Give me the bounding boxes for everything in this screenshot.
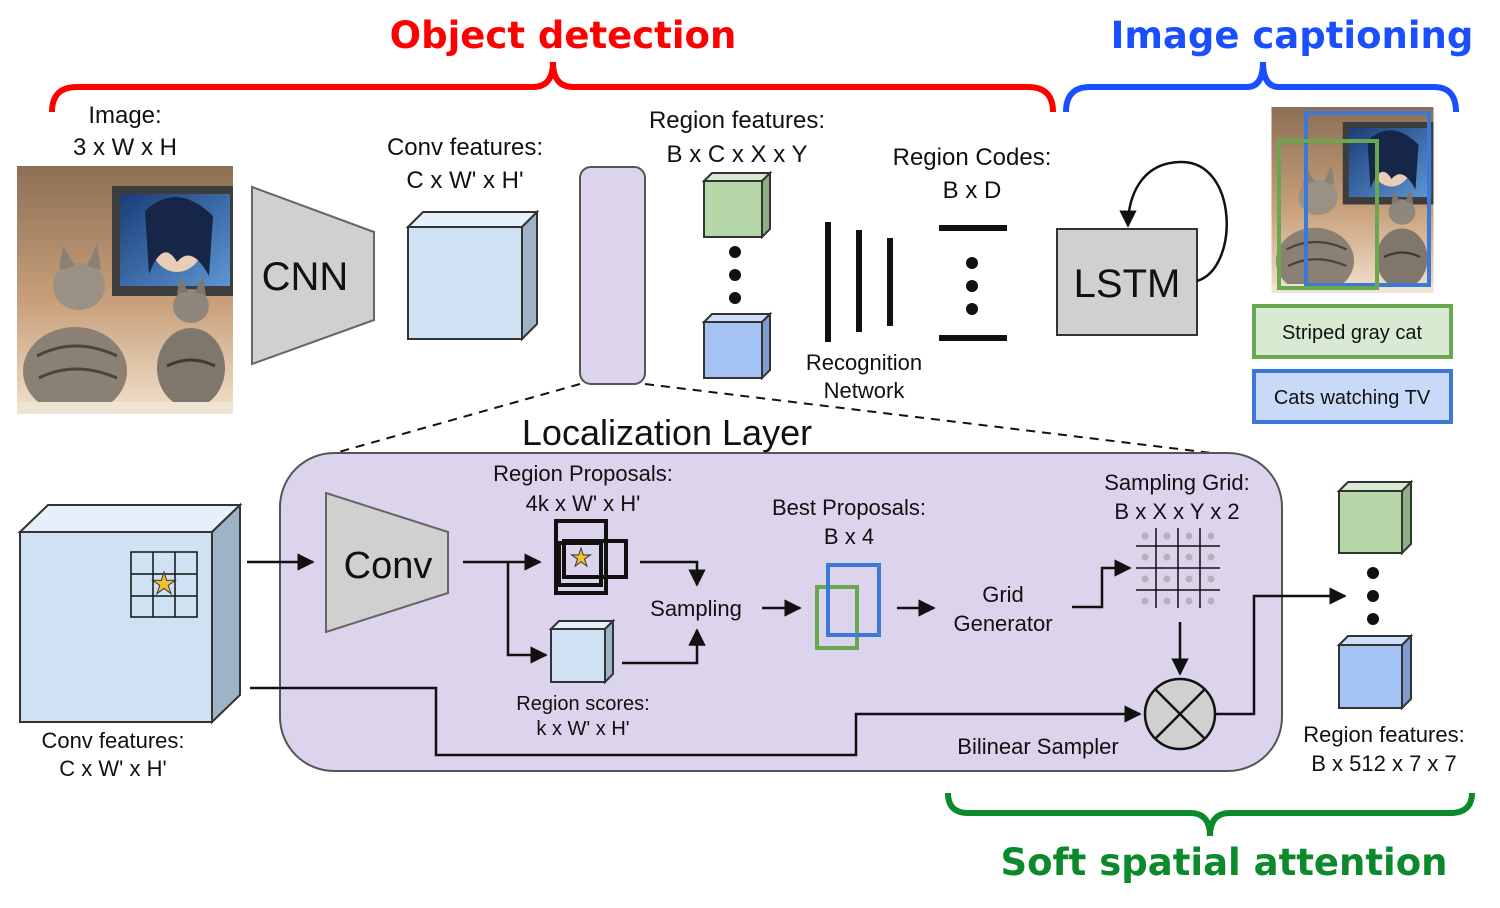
- multiply-icon: [1143, 677, 1217, 751]
- conv-features-cube: [405, 209, 540, 342]
- region-feature-ellipsis-dot: [729, 246, 741, 258]
- cnn-label: CNN: [262, 255, 349, 299]
- region-codes-vector: [939, 225, 1007, 341]
- caption-cats-watching-tv: Cats watching TV: [1274, 387, 1431, 409]
- arrow-conv-to-scores: [506, 562, 548, 664]
- region-codes-label: Region Codes:: [893, 144, 1052, 171]
- sampling-grid-dims: B x X x Y x 2: [1114, 499, 1239, 524]
- best-proposal-box-green: [815, 585, 859, 650]
- region-scores-dims: k x W' x H': [536, 718, 629, 740]
- output-ellipsis-dot: [1367, 567, 1379, 579]
- arrow-conv-features-to-sampler: [250, 686, 1142, 757]
- image-label: Image:: [88, 102, 161, 129]
- soft-attention-brace: [945, 792, 1475, 837]
- localization-layer-title: Localization Layer: [522, 412, 812, 453]
- input-conv-features-dims: C x W' x H': [59, 756, 166, 781]
- region-proposals-boxes: [554, 519, 628, 595]
- output-ellipsis-dot: [1367, 590, 1379, 602]
- best-proposals-dims: B x 4: [824, 524, 874, 549]
- localization-layer-panel: [279, 452, 1283, 772]
- caption-striped-gray-cat: Striped gray cat: [1282, 322, 1423, 344]
- region-scores-label: Region scores:: [516, 693, 649, 715]
- star-icon: [569, 546, 593, 568]
- star-icon: [151, 570, 177, 596]
- recognition-network-label: Network: [824, 378, 906, 403]
- input-conv-features-label: Conv features:: [41, 728, 184, 753]
- header-object-detection: Object detection: [390, 14, 737, 57]
- image-dims: 3 x W x H: [73, 134, 177, 161]
- output-region-features-dims: B x 512 x 7 x 7: [1311, 751, 1457, 776]
- header-image-captioning: Image captioning: [1111, 14, 1474, 57]
- output-region-features-label: Region features:: [1303, 722, 1464, 747]
- cnn-trapezoid: [251, 185, 375, 366]
- conv-trapezoid: [325, 491, 449, 634]
- object-detection-brace: [49, 61, 1056, 113]
- sampling-grid-icon: [1136, 528, 1220, 608]
- region-codes-dims: B x D: [943, 177, 1002, 204]
- recurrent-arrow-icon: [1119, 160, 1228, 283]
- lstm-label: LSTM: [1074, 262, 1181, 306]
- localization-layer-column: [579, 166, 646, 385]
- region-scores-cube: [548, 618, 616, 685]
- conv-features-label: Conv features:: [387, 134, 543, 161]
- bilinear-sampler-label: Bilinear Sampler: [957, 734, 1118, 759]
- conv-label: Conv: [344, 545, 433, 587]
- arrow-proposals-to-sampling: [640, 560, 706, 587]
- best-proposal-box-blue: [826, 563, 881, 637]
- input-conv-features-cube: [17, 502, 243, 725]
- output-cube-blue: [1336, 633, 1414, 711]
- region-proposals-label: Region Proposals:: [493, 461, 673, 486]
- grid-generator-label: Generator: [953, 611, 1052, 636]
- caption-region-blue: [1304, 111, 1431, 287]
- header-soft-spatial-attention: Soft spatial attention: [1000, 841, 1447, 884]
- caption-box-blue: [1252, 369, 1453, 424]
- output-ellipsis-dot: [1367, 613, 1379, 625]
- lstm-box: [1056, 228, 1198, 336]
- caption-box-green: [1252, 304, 1453, 359]
- arrow-scores-to-sampling: [622, 628, 706, 665]
- image-captioning-brace: [1063, 61, 1459, 113]
- zoom-line-right: [644, 383, 1229, 456]
- sampling-grid-label: Sampling Grid:: [1104, 470, 1250, 495]
- caption-region-green: [1277, 139, 1379, 290]
- arrow-sampler-to-output: [1215, 587, 1347, 716]
- recognition-network-label: Recognition: [806, 350, 922, 375]
- output-cube-green: [1336, 479, 1414, 556]
- region-feature-cube-blue: [701, 311, 773, 381]
- grid-generator-label: Grid: [982, 582, 1024, 607]
- captioned-image: [1272, 107, 1434, 294]
- arrow-grid-generator-to-grid: [1072, 559, 1132, 609]
- sampling-label: Sampling: [650, 596, 742, 621]
- cat-photo-icon: [17, 166, 233, 415]
- cat-photo-icon: [1272, 107, 1434, 294]
- region-proposals-dims: 4k x W' x H': [526, 491, 641, 516]
- region-features-label: Region features:: [649, 107, 825, 134]
- region-feature-ellipsis-dot: [729, 269, 741, 281]
- conv-features-dims: C x W' x H': [406, 167, 523, 194]
- zoom-line-left: [327, 383, 581, 456]
- recognition-network-layers: [825, 222, 893, 342]
- region-feature-cube-green: [701, 170, 773, 240]
- best-proposals-label: Best Proposals:: [772, 495, 926, 520]
- region-features-dims: B x C x X x Y: [667, 141, 808, 168]
- region-feature-ellipsis-dot: [729, 292, 741, 304]
